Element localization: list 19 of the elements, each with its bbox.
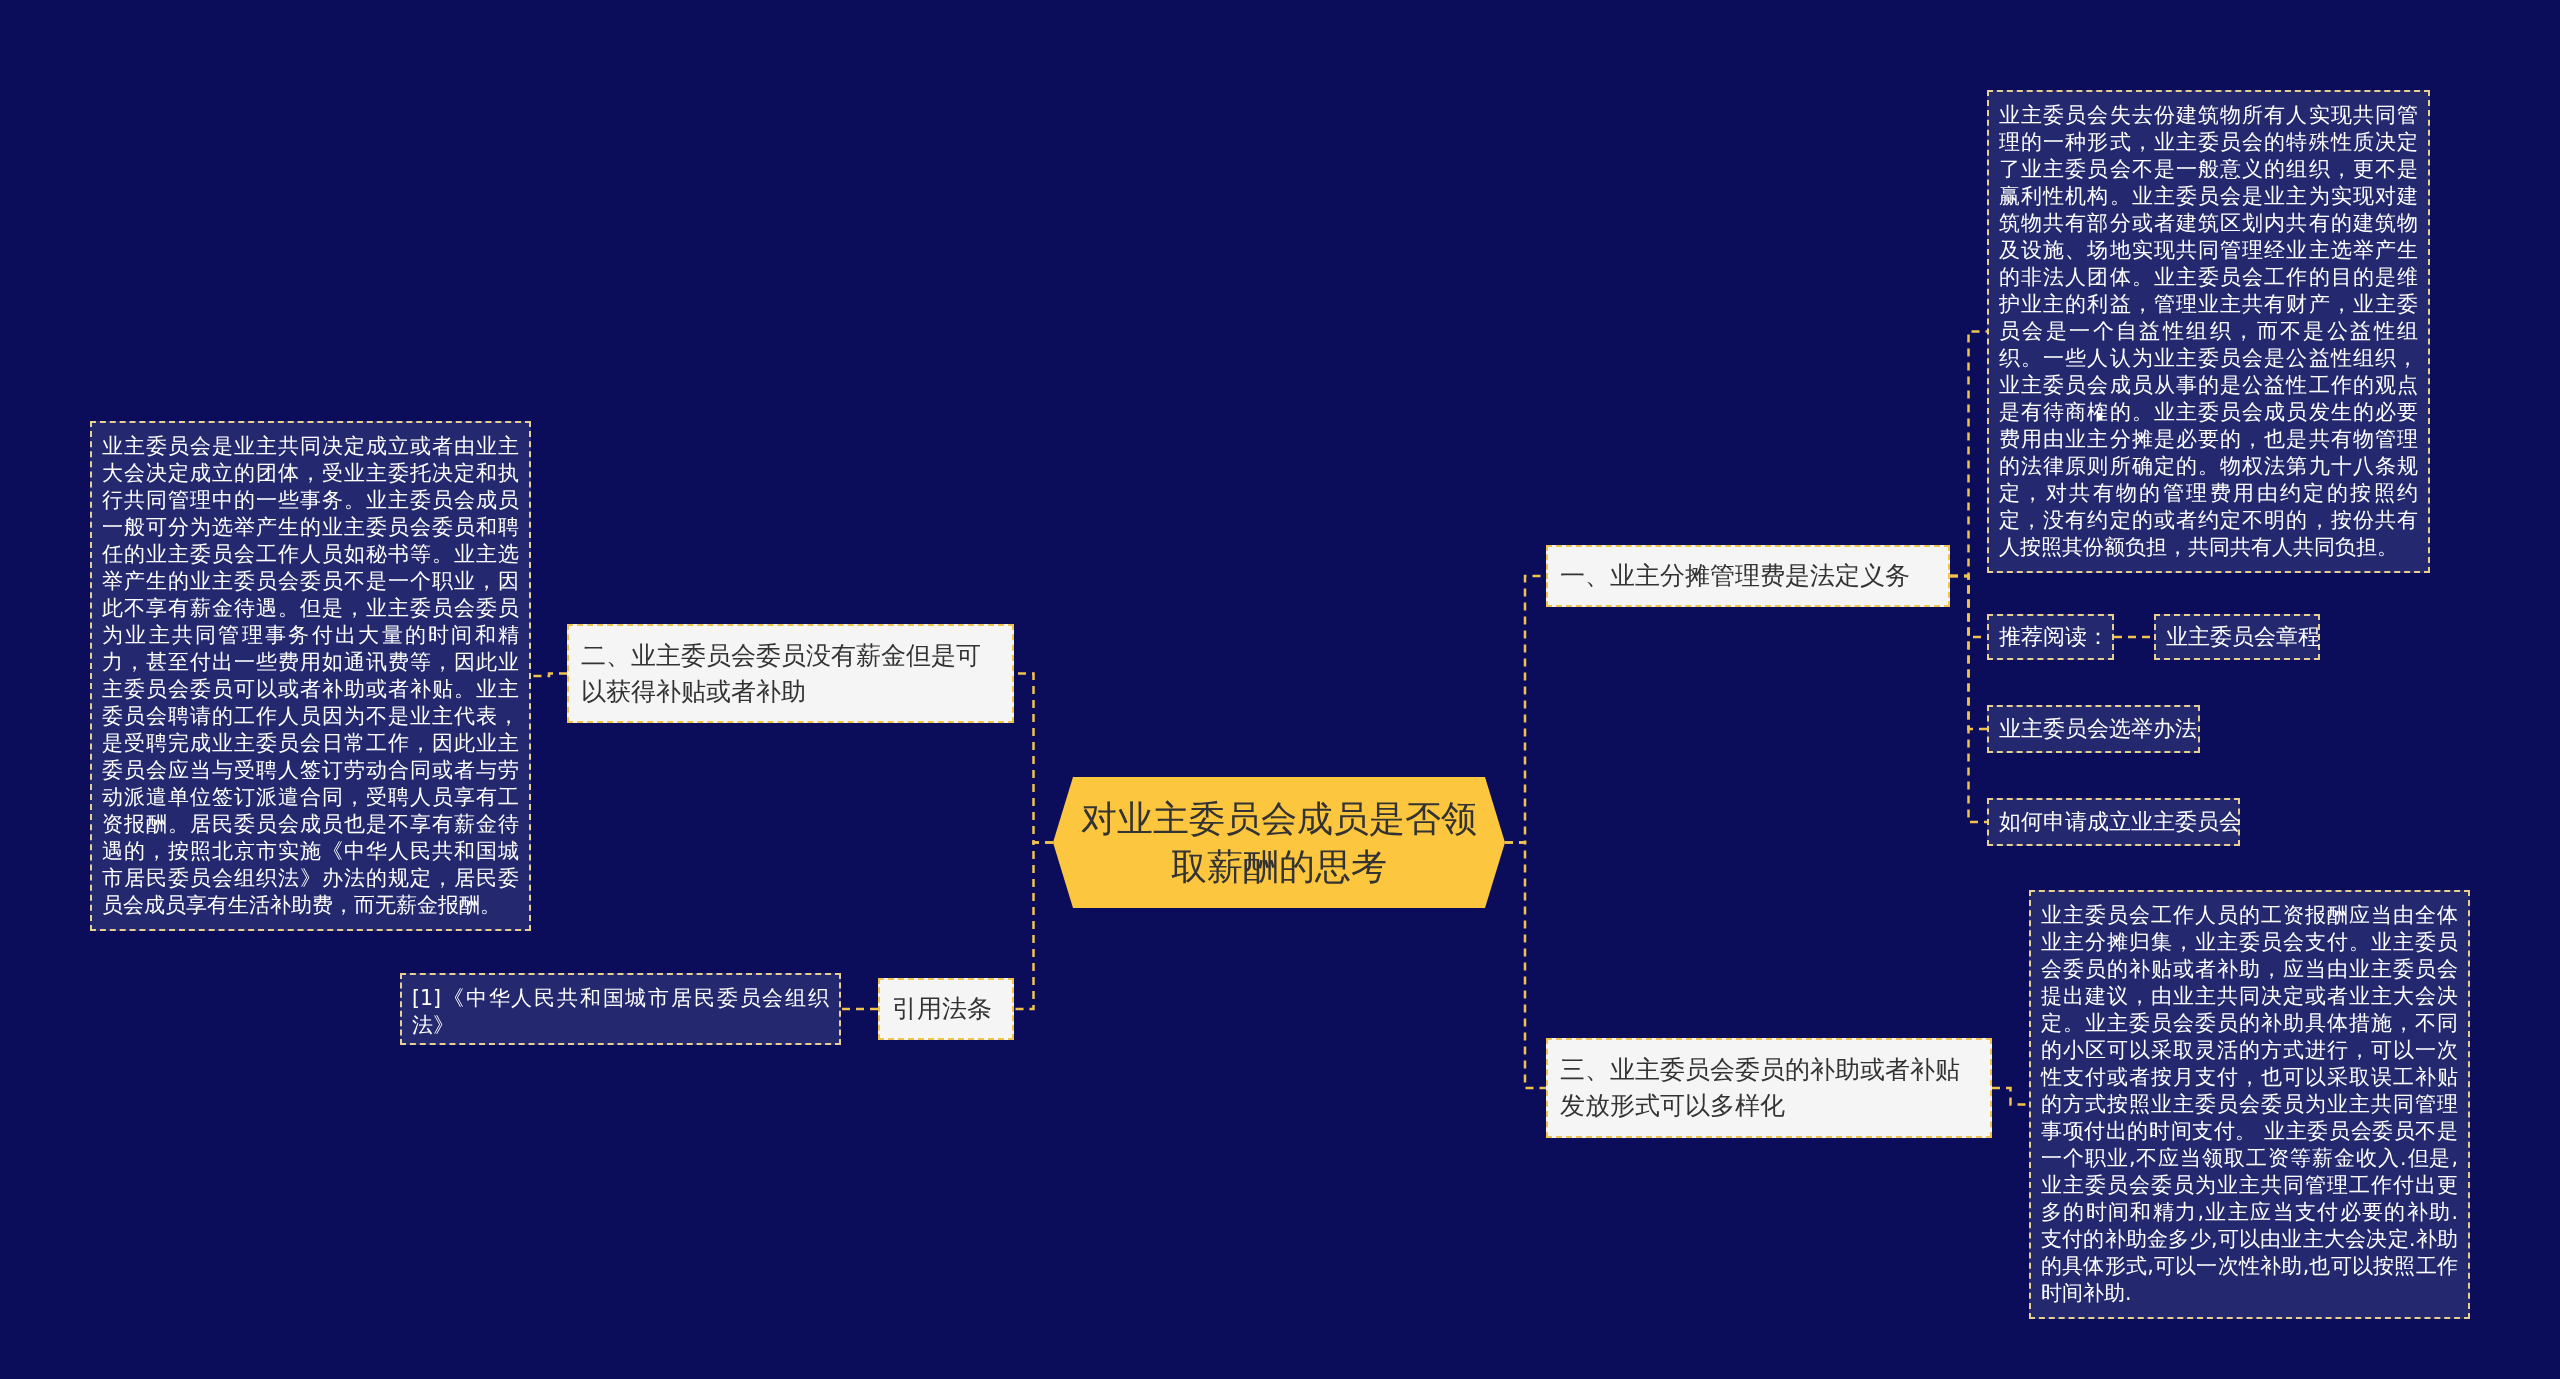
connector-line	[841, 1007, 878, 1011]
note-box: 业主委员会工作人员的工资报酬应当由全体业主分摊归集，业主委员会支付。业主委员会委员的补贴或者补助，应当由业主委员会提出建议，由业主共同决定或者业主大会决定。业主委员会委员的补助具体措施，不同的小区可以采取灵活的方式进行，可以一次性支付或者按月支付，也可以采取误工补贴的方式按照业主委员会委员为业主共同管理事项付出的时间支付。 业主委员会委员不是一个职业,不应当领取工资等薪金收入.但是,业主委员会委员为业主共同管理工作付出更多的时间和精力,业主应当支付必要的补助. 支付的补助金多少,可以由业主大会决定.补助的具体形式,可以一次性补助,也可以按照工作时间补助.	[2029, 890, 2470, 1319]
link-box: 业主委员会章程	[2154, 614, 2320, 660]
branch-box: 一、业主分摊管理费是法定义务	[1546, 545, 1950, 607]
connector-line	[1505, 841, 1546, 1090]
link-box: 如何申请成立业主委员会	[1987, 798, 2240, 846]
connector-line	[1014, 841, 1053, 1011]
branch-box: 引用法条	[878, 978, 1014, 1040]
connector-line	[1992, 1086, 2029, 1106]
topic-hexagon: 对业主委员会成员是否领取薪酬的思考	[1053, 777, 1505, 908]
note-box: [1]《中华人民共和国城市居民委员会组织法》	[400, 973, 841, 1045]
connector-line	[531, 672, 567, 678]
note-box: 业主委员会是业主共同决定成立或者由业主大会决定成立的团体，受业主委托决定和执行共同管理中的一些事务。业主委员会成员一般可分为选举产生的业主委员会委员和聘任的业主委员会工作人员如秘书等。业主选举产生的业主委员会委员不是一个职业，因此不享有薪金待遇。但是，业主委员会委员为业主共同管理事务付出大量的时间和精力，甚至付出一些费用如通讯费等，因此业主委员会委员可以或者补助或者补贴。业主委员会聘请的工作人员因为不是业主代表，是受聘完成业主委员会日常工作，因此业主委员会应当与受聘人签订劳动合同或者与劳动派遣单位签订派遣合同，受聘人员享有工资报酬。居民委员会成员也是不享有薪金待遇的，按照北京市实施《中华人民共和国城市居民委员会组织法》办法的规定，居民委员会成员享有生活补助费，而无薪金报酬。	[90, 421, 531, 931]
link-box: 推荐阅读：	[1987, 614, 2114, 660]
connector-line	[1950, 574, 1987, 824]
branch-box: 三、业主委员会委员的补助或者补贴发放形式可以多样化	[1546, 1038, 1992, 1138]
branch-box: 二、业主委员会委员没有薪金但是可以获得补贴或者补助	[567, 624, 1014, 723]
link-box: 业主委员会选举办法	[1987, 705, 2200, 753]
note-box: 业主委员会失去份建筑物所有人实现共同管理的一种形式，业主委员会的特殊性质决定了业主委员会不是一般意义的组织，更不是赢利性机构。业主委员会是业主为实现对建筑物共有部分或者建筑区划内共有的建筑物及设施、场地实现共同管理经业主选举产生的非法人团体。业主委员会工作的目的是维护业主的利益，管理业主共有财产，业主委员会是一个自益性组织，而不是公益性组织。一些人认为业主委员会是公益性组织，业主委员会成员从事的是公益性工作的观点是有待商榷的。业主委员会成员发生的必要费用由业主分摊是必要的，也是共有物管理的法律原则所确定的。物权法第九十八条规定，对共有物的管理费用由约定的按照约定，没有约定的或者约定不明的，按份共有人按照其份额负担，共同共有人共同负担。	[1987, 90, 2430, 573]
